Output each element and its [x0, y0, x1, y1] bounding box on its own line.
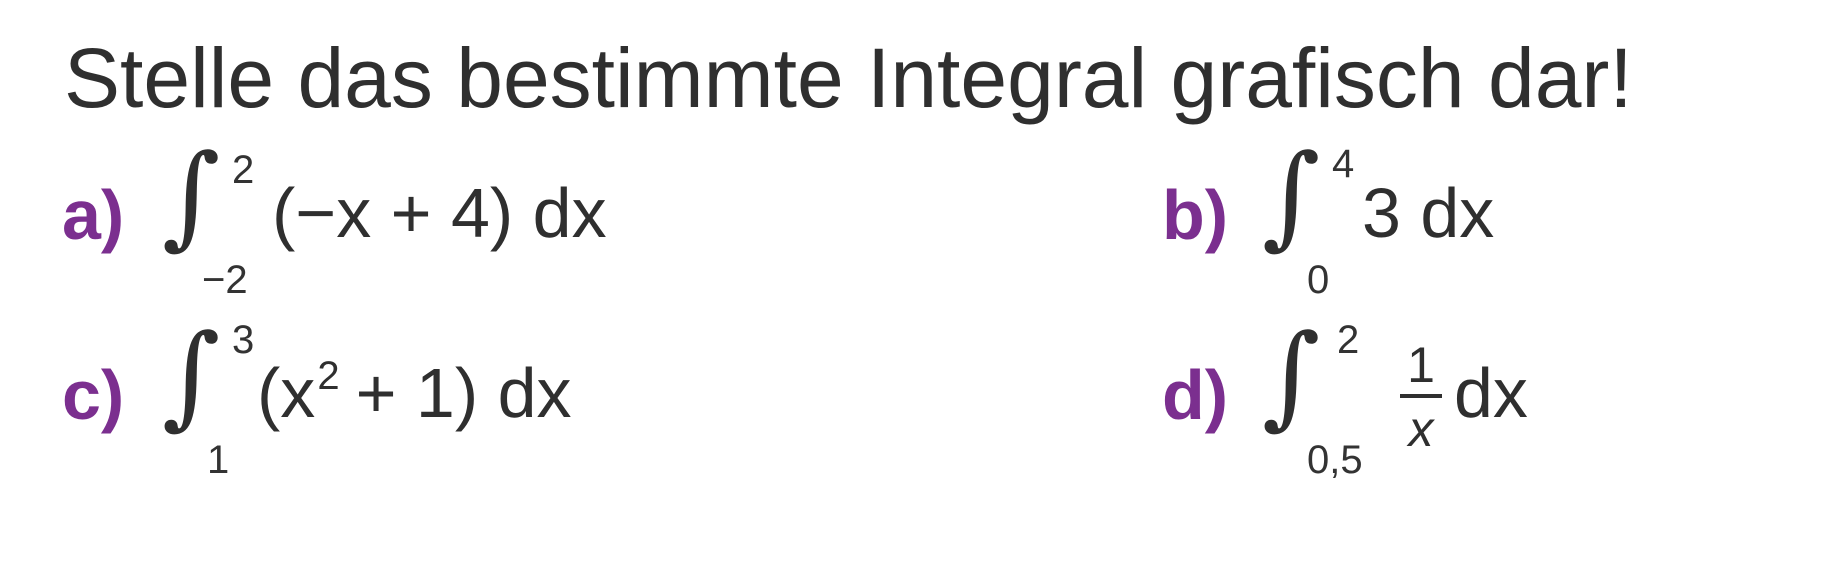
item-d-numerator: 1	[1407, 337, 1435, 393]
item-c-label: c)	[62, 356, 125, 434]
integral-symbol-icon: ∫	[1262, 311, 1321, 441]
item-d-expression-end: dx	[1454, 354, 1528, 432]
integral-symbol-icon: ∫	[162, 131, 221, 261]
item-c-exponent: 2	[317, 354, 340, 398]
integral-symbol-icon: ∫	[162, 311, 221, 441]
item-b-label: b)	[1162, 176, 1229, 254]
integral-symbol-icon: ∫	[1262, 131, 1321, 261]
item-c-expression: (x2+ 1) dx	[257, 356, 572, 428]
item-c-expression-start: (x	[257, 354, 316, 432]
item-d-upper-limit: 2	[1337, 318, 1360, 362]
item-a-upper-limit: 2	[232, 148, 255, 192]
item-d-fraction: 1 x	[1398, 340, 1444, 454]
item-d-label: d)	[1162, 356, 1229, 434]
item-b-expression: 3 dx	[1362, 174, 1495, 252]
task-text: Stelle das bestimmte Integral grafisch d…	[64, 31, 1633, 125]
item-d-lower-limit: 0,5	[1307, 438, 1363, 482]
item-c-lower-limit: 1	[207, 438, 230, 482]
item-b-upper-limit: 4	[1332, 142, 1355, 186]
item-b-lower-limit: 0	[1307, 258, 1330, 302]
item-a-lower-limit: −2	[202, 258, 248, 302]
item-c-upper-limit: 3	[232, 318, 255, 362]
item-a-expression: (−x + 4) dx	[272, 174, 607, 252]
fraction-bar	[1400, 394, 1442, 398]
item-c-expression-end: + 1) dx	[355, 354, 572, 432]
item-a-label: a)	[62, 176, 125, 254]
item-d-denominator: x	[1408, 401, 1434, 457]
